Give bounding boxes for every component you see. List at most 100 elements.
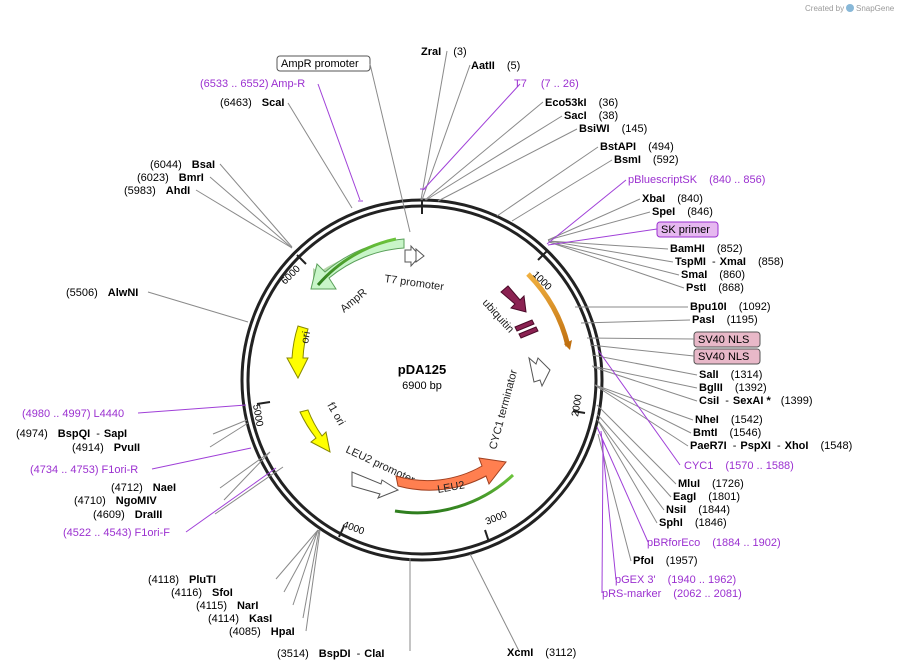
site-naei[interactable]: (4712)NaeI [111, 482, 176, 494]
leu2-promoter-arrow[interactable] [351, 471, 400, 499]
sk-primer-label: SK primer [661, 224, 710, 236]
tick-5000 [256, 401, 271, 405]
f1-ori-label: f1 ori [324, 401, 347, 428]
site-bsai[interactable]: (6044)BsaI [150, 159, 215, 171]
primer-pbrforeco[interactable]: pBRforEco(1884 .. 1902) [647, 537, 781, 549]
t7-promoter-label: T7 promoter [384, 273, 445, 293]
site-mlui[interactable]: MluI(1726) [678, 478, 744, 490]
orange-orf-arrowhead [564, 340, 572, 350]
site-sali[interactable]: SalI(1314) [699, 369, 762, 381]
site-spei[interactable]: SpeI(846) [652, 206, 713, 218]
site-bsiwi[interactable]: BsiWI(145) [579, 123, 647, 135]
primer-t7[interactable]: T7(7 .. 26) [514, 78, 579, 90]
site-nsii[interactable]: NsiI(1844) [666, 504, 730, 516]
tick-labels: 1000 2000 3000 4000 5000 6000 [250, 263, 585, 537]
site-paer7i-pspxi-xhoi[interactable]: PaeR7I-PspXI-XhoI(1548) [690, 440, 852, 452]
site-ngomiv[interactable]: (4710)NgoMIV [74, 495, 157, 507]
brand-text: SnapGene [856, 4, 895, 13]
site-bamhi[interactable]: BamHI(852) [670, 243, 743, 255]
cyc1-terminator-arrow[interactable] [528, 356, 551, 388]
site-draiii[interactable]: (4609)DraIII [93, 509, 162, 521]
site-bspqi-sapi[interactable]: (4974)BspQI-SapI [16, 428, 127, 440]
primer-pgex3[interactable]: pGEX 3'(1940 .. 1962) [615, 574, 736, 586]
t7-promoter-arrow[interactable] [415, 247, 425, 263]
tick-label-5000: 5000 [250, 404, 265, 428]
site-bstapi[interactable]: BstAPI(494) [600, 141, 674, 153]
tick-1000 [537, 250, 548, 261]
site-nhei[interactable]: NheI(1542) [695, 414, 763, 426]
site-xbai[interactable]: XbaI(840) [642, 193, 703, 205]
site-bglii[interactable]: BglII(1392) [699, 382, 767, 394]
f1-ori-arrow[interactable] [299, 409, 331, 453]
site-xcmi[interactable]: XcmI(3112) [507, 647, 576, 659]
primer-labels: (6533 .. 6552) Amp-R T7(7 .. 26) pBluesc… [22, 78, 794, 600]
site-sfoi[interactable]: (4116)SfoI [171, 587, 233, 599]
site-leaders [147, 50, 698, 652]
ampr-promoter-box[interactable] [276, 55, 371, 72]
site-eco53ki[interactable]: Eco53kI(36) [545, 97, 618, 109]
sv40-nls-marker-1[interactable] [514, 319, 535, 332]
primer-pbluescriptsk[interactable]: pBluescriptSK(840 .. 856) [628, 174, 765, 186]
ori-label: ori [299, 330, 313, 344]
tick-4000 [338, 525, 345, 538]
site-hpai[interactable]: (4085)HpaI [229, 626, 295, 638]
site-bspdi-clai[interactable]: (3514)BspDI-ClaI [277, 648, 384, 660]
tick-label-3000: 3000 [484, 509, 509, 528]
site-smai[interactable]: SmaI(860) [681, 269, 745, 281]
site-alwni[interactable]: (5506)AlwNI [66, 287, 138, 299]
plasmid-name: pDA125 [398, 362, 446, 377]
primer-l4440[interactable]: (4980 .. 4997) L4440 [22, 408, 124, 420]
cyc1-terminator-label: CYC1 terminator [487, 368, 520, 451]
leu2-orf-arc [394, 473, 515, 515]
site-scai[interactable]: (6463)ScaI [220, 97, 284, 109]
sv40-nls-box-1[interactable] [693, 331, 761, 348]
tick-6000 [296, 254, 307, 265]
site-saci[interactable]: SacI(38) [564, 110, 618, 122]
primer-cyc1[interactable]: CYC1(1570 .. 1588) [684, 460, 794, 472]
sv40-nls-box-2[interactable] [693, 348, 761, 365]
site-pfoi[interactable]: PfoI(1957) [633, 555, 698, 567]
site-labels: ZraI(3) AatII(5) Eco53kI(36) SacI(38) Bs… [16, 46, 852, 660]
primer-f1orir[interactable]: (4734 .. 4753) F1ori-R [30, 464, 138, 476]
tick-label-2000: 2000 [570, 393, 585, 417]
leu2-arrow[interactable] [395, 457, 507, 491]
site-ahdi[interactable]: (5983)AhdI [124, 185, 190, 197]
site-bsmi[interactable]: BsmI(592) [614, 154, 679, 166]
site-pvuii[interactable]: (4914)PvuII [72, 442, 140, 454]
primer-prsmarker[interactable]: pRS-marker(2062 .. 2081) [602, 588, 742, 600]
site-bpu10i[interactable]: Bpu10I(1092) [690, 301, 770, 313]
orange-orf-arc [526, 272, 571, 347]
credit-text: Created by [805, 4, 844, 13]
snapgene-credit: Created by SnapGene [805, 4, 895, 13]
site-bmti[interactable]: BmtI(1546) [693, 427, 761, 439]
primer-ampr[interactable]: (6533 .. 6552) Amp-R [200, 78, 305, 90]
primer-leaders [137, 83, 681, 594]
tick-2000 [572, 410, 586, 414]
site-eagi[interactable]: EagI(1801) [673, 491, 740, 503]
ampr-promoter-leader [369, 63, 411, 233]
plasmid-length: 6900 bp [402, 380, 442, 392]
tick-marks [256, 201, 586, 543]
sv40-nls-marker-2[interactable] [518, 326, 539, 339]
site-zrai[interactable]: ZraI(3) [421, 46, 467, 58]
ori-arrow[interactable] [286, 325, 309, 380]
site-pluti[interactable]: (4118)PluTI [148, 574, 216, 586]
site-tspmi-xmai[interactable]: TspMI-XmaI(858) [675, 256, 784, 268]
ampr-orf-arc [316, 237, 397, 286]
leu2-label: LEU2 [436, 479, 465, 496]
site-nari[interactable]: (4115)NarI [196, 600, 258, 612]
site-psti[interactable]: PstI(868) [686, 282, 744, 294]
primer-f1orif[interactable]: (4522 .. 4543) F1ori-F [63, 527, 170, 539]
ampr-promoter-box-label: AmpR promoter [281, 58, 359, 70]
site-csii-sexai[interactable]: CsiI-SexAI *(1399) [699, 395, 813, 407]
site-sphi[interactable]: SphI(1846) [659, 517, 727, 529]
site-aatii[interactable]: AatII(5) [471, 60, 520, 72]
ubiquitin-label: ubiquitin [480, 297, 516, 335]
site-kasi[interactable]: (4114)KasI [208, 613, 272, 625]
ubiquitin-arrow[interactable] [500, 285, 527, 313]
site-bmri[interactable]: (6023)BmrI [137, 172, 204, 184]
site-pasi[interactable]: PasI(1195) [692, 314, 758, 326]
snapgene-logo-icon [846, 4, 854, 12]
sv40-nls-1-label: SV40 NLS [698, 334, 749, 346]
